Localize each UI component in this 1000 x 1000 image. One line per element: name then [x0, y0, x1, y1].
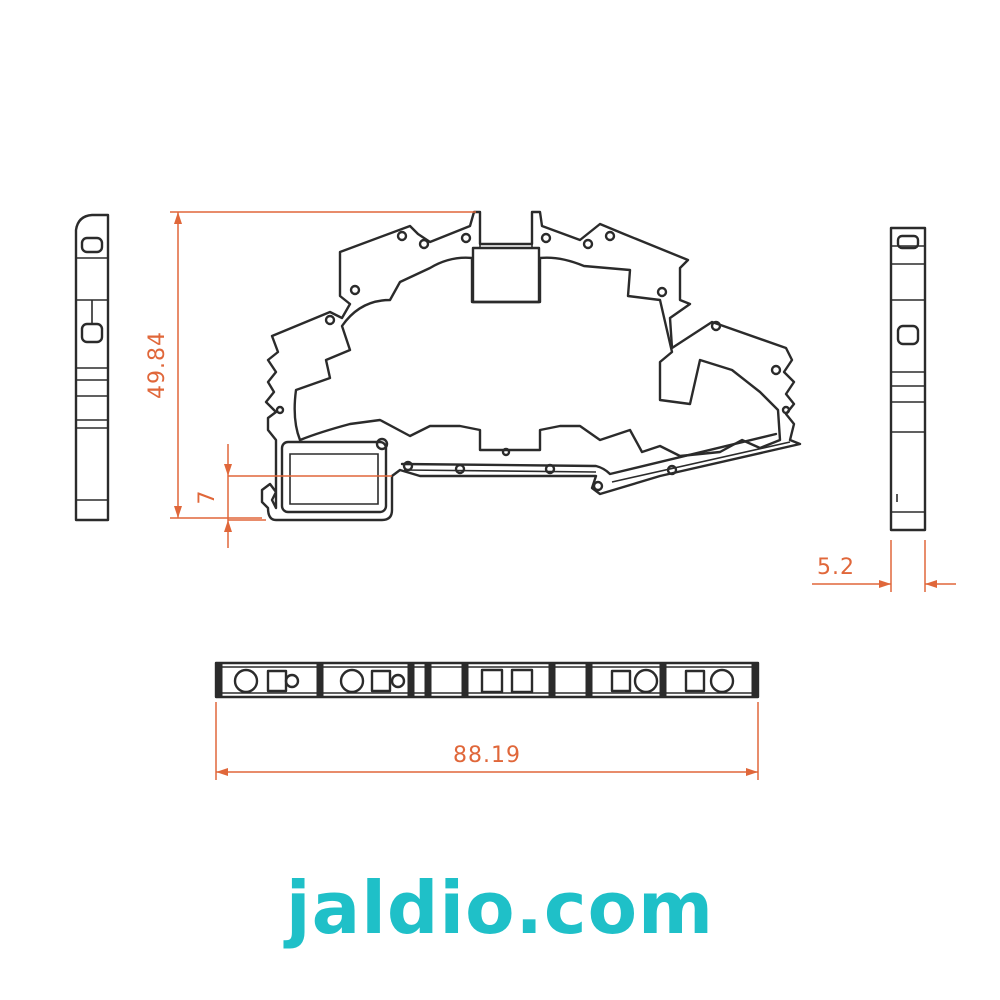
dimension-height: 49.84: [145, 211, 476, 519]
dimension-height-label: 49.84: [145, 331, 170, 399]
dimension-thickness-label: 5.2: [817, 555, 855, 580]
front-view-terminal-block: [260, 210, 802, 522]
bottom-view: [214, 661, 760, 699]
dimension-rail-offset-label: 7: [195, 490, 220, 505]
dimension-thickness: 5.2: [812, 540, 956, 592]
watermark-brand: jaldio.com: [285, 866, 715, 950]
dimension-length-label: 88.19: [453, 743, 521, 768]
right-side-view: [889, 226, 927, 532]
dimension-length: 88.19: [215, 702, 759, 780]
left-side-view: [74, 213, 110, 522]
dimension-rail-offset: 7: [195, 444, 392, 548]
